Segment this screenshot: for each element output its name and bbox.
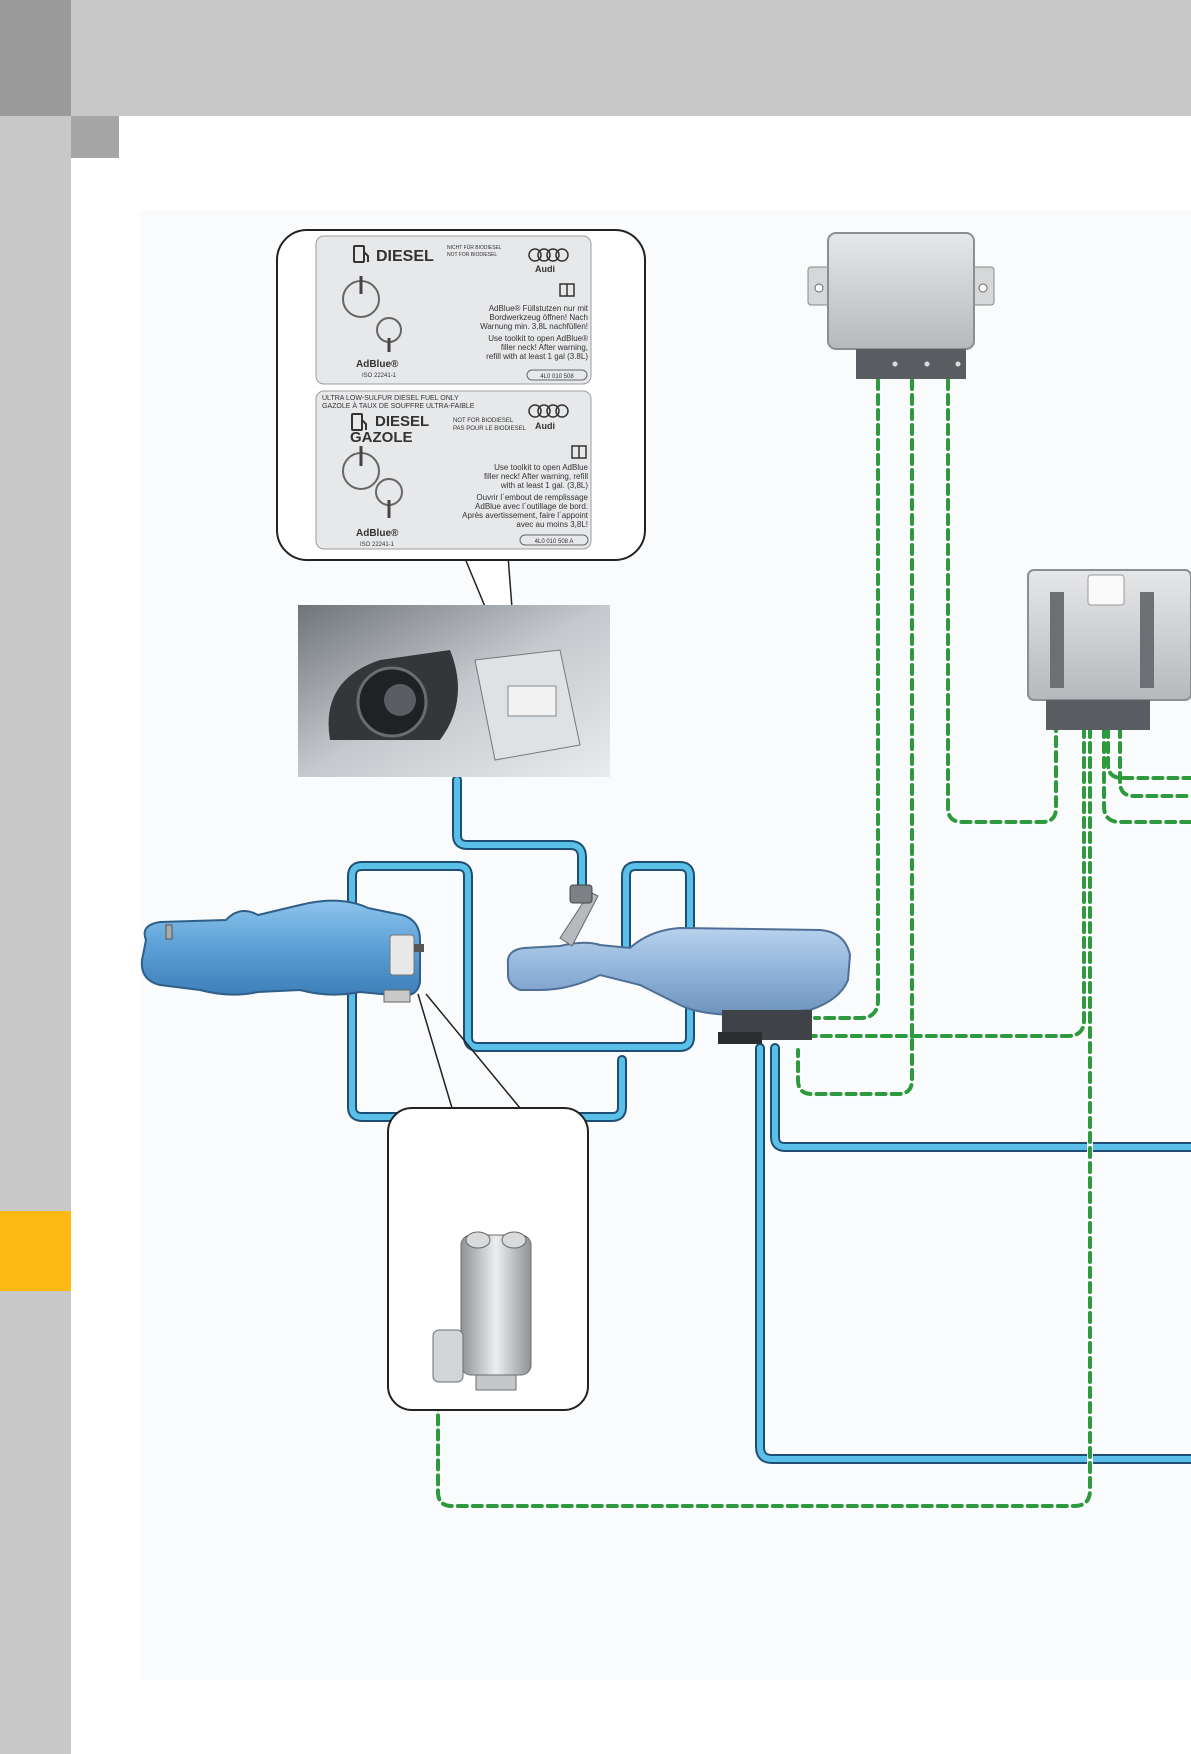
audi-rings-logo — [528, 248, 569, 262]
control-unit-top — [807, 232, 995, 379]
label-text-2: Bordwerkzeug öffnen! Nach — [489, 313, 588, 322]
brand-text: Audi — [535, 421, 555, 431]
label-callout: DIESEL NICHT FÜR BIODIESEL NOT FOR BIODI… — [276, 229, 646, 561]
label-text-5: filler neck! After warning, — [501, 343, 588, 352]
note-line-1: NOT FOR BIODIESEL — [453, 418, 514, 424]
adblue-text: AdBlue® — [356, 528, 399, 539]
diesel-label-top: DIESEL NICHT FÜR BIODIESEL NOT FOR BIODI… — [315, 235, 592, 385]
label-text-6: Après avertissement, faire l´appoint — [462, 511, 589, 520]
side-bar — [0, 0, 71, 1754]
adblue-tank — [140, 899, 424, 1003]
adblue-text: AdBlue® — [356, 359, 399, 370]
label-text-2: filler neck! After warning, refill — [484, 472, 588, 481]
part-number: 4L0 010 508 A — [535, 539, 574, 545]
chapter-tab — [0, 1211, 71, 1291]
note-line-1: NICHT FÜR BIODIESEL — [447, 244, 502, 251]
diesel-label-bottom: ULTRA LOW-SULFUR DIESEL FUEL ONLY GAZOLE… — [315, 390, 592, 550]
gazole-text: GAZOLE — [350, 429, 413, 446]
corner-block — [0, 0, 71, 116]
header-line-2: GAZOLE À TAUX DE SOUFFRE ULTRA-FAIBLE — [322, 401, 475, 410]
label-text-1: Use toolkit to open AdBlue — [494, 463, 588, 472]
audi-rings-logo — [528, 404, 569, 418]
iso-text: ISO 22241-1 — [362, 373, 397, 379]
part-number: 4L0 010 508 — [540, 374, 574, 380]
note-line-2: PAS POUR LE BIODIESEL — [453, 426, 527, 432]
diesel-text: DIESEL — [375, 413, 429, 430]
fuel-pump-icon — [351, 413, 367, 431]
label-text-6: refill with at least 1 gal (3.8L) — [486, 352, 588, 361]
label-text-5: AdBlue avec l´outillage de bord. — [475, 502, 588, 511]
section-marker — [71, 116, 119, 158]
filler-neck-photo — [298, 555, 610, 777]
header-line-1: ULTRA LOW-SULFUR DIESEL FUEL ONLY — [322, 395, 459, 402]
manual-book-icon — [571, 445, 587, 459]
signal-lines — [435, 377, 1191, 1509]
manual-book-icon — [559, 283, 575, 297]
note-line-2: NOT FOR BIODIESEL — [447, 252, 497, 258]
diesel-text: DIESEL — [376, 248, 434, 265]
label-text-7: avec au moins 3,8L! — [516, 520, 588, 529]
fuel-pump-icon — [353, 245, 369, 263]
engine-control-unit — [1027, 569, 1191, 730]
adblue-reservoir — [506, 884, 852, 1044]
label-text-1: AdBlue® Füllstutzen nur mit — [489, 304, 589, 313]
pump-inset — [387, 993, 589, 1411]
label-text-3: with at least 1 gal. (3,8L) — [500, 481, 588, 490]
label-text-4: Use toolkit to open AdBlue® — [488, 334, 588, 343]
header-bar — [71, 0, 1191, 116]
label-text-4: Ouvrir l´embout de remplissage — [476, 493, 588, 502]
brand-text: Audi — [535, 264, 555, 274]
label-text-3: Warnung min. 3,8L nachfüllen! — [480, 322, 588, 331]
iso-text: ISO 22241-1 — [360, 542, 395, 548]
